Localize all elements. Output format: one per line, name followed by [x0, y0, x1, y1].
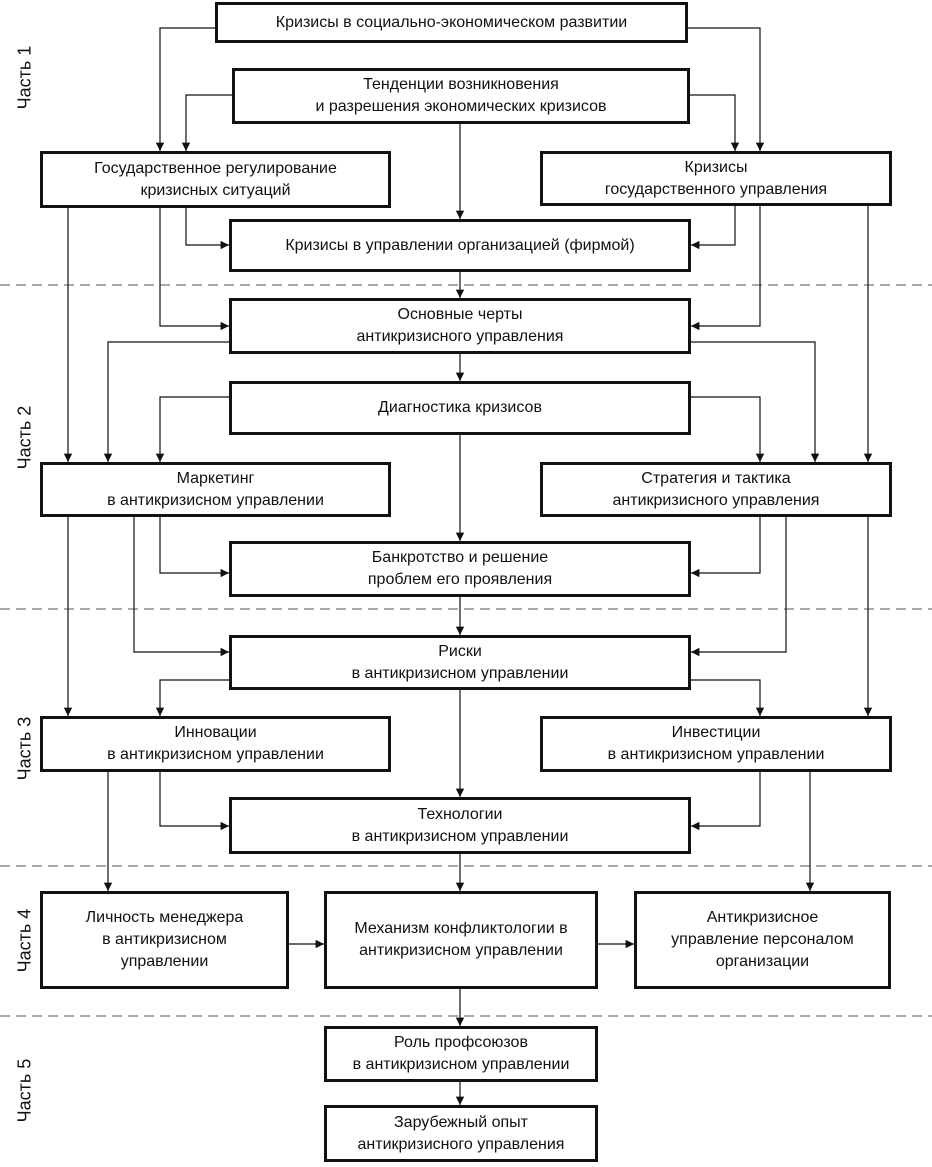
line: Риски: [438, 642, 482, 660]
line: Личность менеджера: [85, 909, 244, 926]
box-main-features: Основные черты антикризисного управления: [229, 298, 691, 354]
line: в антикризисном управлении: [107, 746, 324, 763]
box-trade-unions: Роль профсоюзов в антикризисном управлен…: [324, 1026, 598, 1082]
line: Тенденции возникновения: [363, 76, 559, 93]
box-diagnostics: Диагностика кризисов: [229, 381, 691, 435]
box-org-management-crises: Кризисы в управлении организацией (фирмо…: [229, 219, 691, 272]
part-label-2: Часть 2: [14, 405, 35, 470]
line: Кризисы в социально-экономическом развит…: [275, 13, 628, 31]
box-risks: Риски в антикризисном управлении: [229, 635, 691, 690]
line: Инновации: [174, 724, 257, 741]
line: управление персоналом: [671, 931, 854, 948]
box-technologies: Технологии в антикризисном управлении: [229, 797, 691, 854]
line: Маркетинг: [176, 469, 255, 487]
part-label-3: Часть 3: [14, 716, 35, 781]
box-investments: Инвестиции в антикризисном управлении: [540, 716, 892, 772]
line: в антикризисном: [102, 931, 227, 948]
line: и разрешения экономических кризисов: [315, 98, 607, 115]
box-tendencies: Тенденции возникновения и разрешения эко…: [232, 68, 690, 124]
line: Государственное регулирование: [94, 159, 337, 177]
line: Механизм конфликтологии в: [354, 920, 568, 937]
box-strategy: Стратегия и тактика антикризисного управ…: [540, 462, 892, 517]
line: проблем его проявления: [367, 571, 553, 588]
line: в антикризисном управлении: [352, 1056, 570, 1073]
line: Инвестиции: [671, 724, 761, 741]
box-state-regulation: Государственное регулирование кризисных …: [40, 151, 391, 208]
line: Кризисы в управлении организацией (фирмо…: [285, 236, 635, 254]
part-label-1: Часть 1: [14, 45, 35, 110]
line: Основные черты: [397, 306, 523, 323]
line: Диагностика кризисов: [378, 399, 542, 416]
line: антикризисного управления: [612, 491, 820, 509]
box-personnel-management: Антикризисное управление персоналом орга…: [634, 891, 891, 989]
part-label-4: Часть 4: [14, 908, 35, 973]
line: кризисных ситуаций: [140, 181, 291, 199]
line: Банкротство и решение: [371, 549, 549, 566]
line: антикризисного управления: [356, 328, 564, 345]
line: Зарубежный опыт: [394, 1113, 528, 1131]
box-crises-socio-economic: Кризисы в социально-экономическом развит…: [215, 2, 688, 43]
box-bankruptcy: Банкротство и решение проблем его проявл…: [229, 541, 691, 597]
line: в антикризисном управлении: [107, 491, 324, 509]
line: организации: [715, 953, 810, 970]
line: в антикризисном управлении: [351, 664, 569, 682]
box-manager-personality: Личность менеджера в антикризисном управ…: [40, 891, 289, 989]
line: Роль профсоюзов: [394, 1034, 528, 1051]
part-label-5: Часть 5: [14, 1058, 35, 1123]
box-marketing: Маркетинг в антикризисном управлении: [40, 462, 391, 517]
line: Технологии: [417, 805, 503, 823]
line: управлении: [120, 953, 209, 970]
line: антикризисном управлении: [359, 942, 563, 959]
line: антикризисного управления: [357, 1135, 565, 1153]
line: Кризисы: [684, 158, 748, 176]
box-foreign-experience: Зарубежный опыт антикризисного управлени…: [324, 1105, 598, 1162]
line: в антикризисном управлении: [607, 746, 825, 763]
line: государственного управления: [604, 180, 828, 198]
line: Антикризисное: [706, 909, 819, 926]
line: в антикризисном управлении: [351, 827, 569, 845]
box-innovations: Инновации в антикризисном управлении: [40, 716, 391, 772]
box-state-management-crises: Кризисы государственного управления: [540, 151, 892, 206]
line: Стратегия и тактика: [641, 469, 791, 487]
box-conflictology: Механизм конфликтологии в антикризисном …: [324, 891, 598, 989]
